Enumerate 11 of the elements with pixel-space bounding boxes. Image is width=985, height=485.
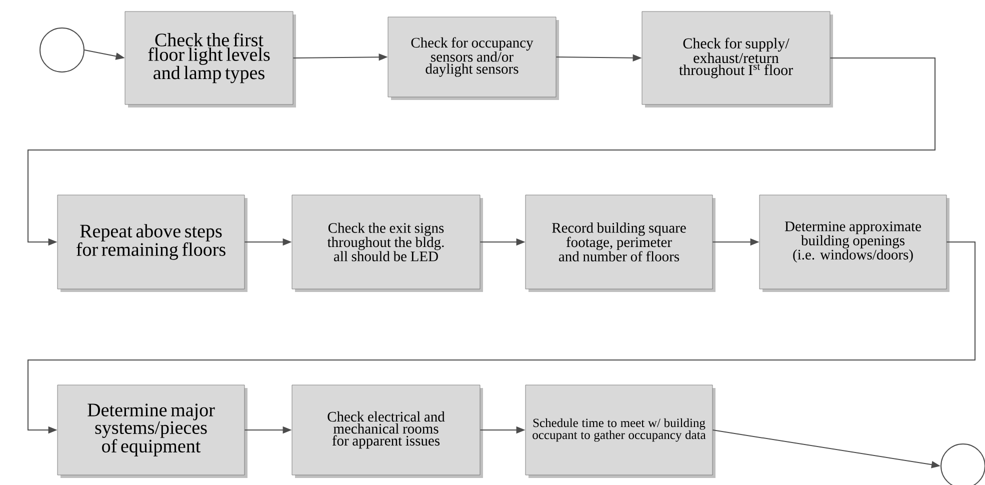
process-box: Check for occupancy sensors and/or daylight sensors: [388, 16, 559, 100]
process-box: Repeat above steps for remaining floors: [57, 194, 248, 292]
process-box: Determine approximate building openings (i.e. windows/doors): [759, 194, 950, 292]
process-box: Record building square footage, perimeter and number of floors: [525, 194, 716, 292]
process-box: Schedule time to meet w/ building occupant to gather occupancy data: [525, 384, 716, 478]
process-box: Check electrical and mechanical rooms for apparent issues: [292, 384, 483, 478]
process-box: Determine major systems/pieces of equipment: [57, 384, 248, 478]
terminal-circle: [40, 28, 84, 72]
process-box: Check the first floor light levels and lamp types: [124, 11, 296, 108]
process-box: Check the exit signs throughout the bldg. all should be LED: [292, 194, 483, 292]
process-box: Check for supply/ exhaust/return throughout I$^{st}$ floor: [642, 11, 833, 108]
